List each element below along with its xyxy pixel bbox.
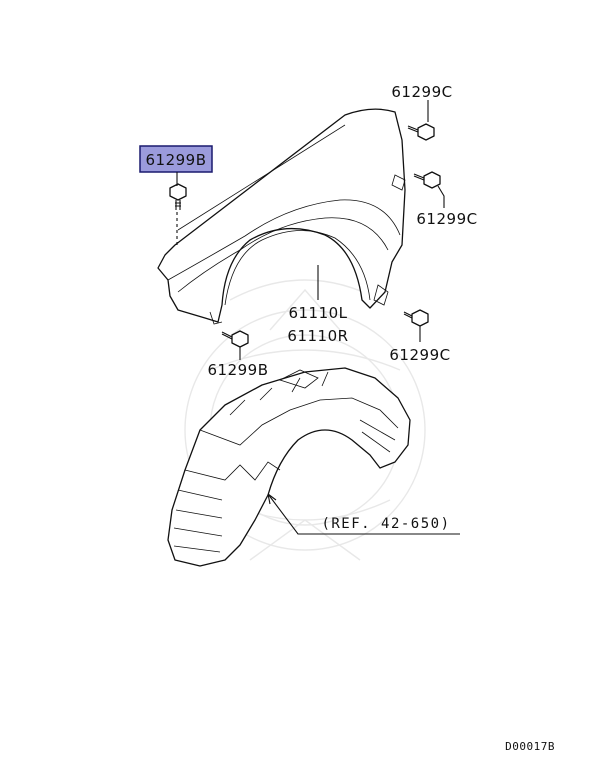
bolt-61299b-left: [169, 183, 187, 247]
part-label-highlight: [139, 145, 213, 173]
label-61299b-bottom[interactable]: 61299B: [207, 361, 268, 379]
label-61299b-left[interactable]: 61299B: [145, 151, 206, 169]
front-fender: [157, 108, 406, 325]
bolt-61299b-bottom: [221, 330, 249, 360]
bolt-61299c-mid: [413, 171, 445, 208]
label-61110r[interactable]: 61110R: [287, 327, 348, 345]
liner-leader-line: [267, 493, 460, 535]
label-61299c-mid[interactable]: 61299C: [416, 210, 477, 228]
label-61299c-top[interactable]: 61299C: [391, 83, 452, 101]
bolt-61299c-low: [403, 309, 429, 342]
watermark-emblem: [184, 279, 426, 561]
inner-fender-liner: [167, 367, 411, 567]
label-liner-reference[interactable]: (REF. 42-650): [321, 516, 450, 532]
bolt-61299c-top: [407, 100, 435, 141]
label-61110l[interactable]: 61110L: [288, 304, 347, 322]
diagram-code: D00017B: [505, 740, 555, 753]
label-61299c-low[interactable]: 61299C: [389, 346, 450, 364]
